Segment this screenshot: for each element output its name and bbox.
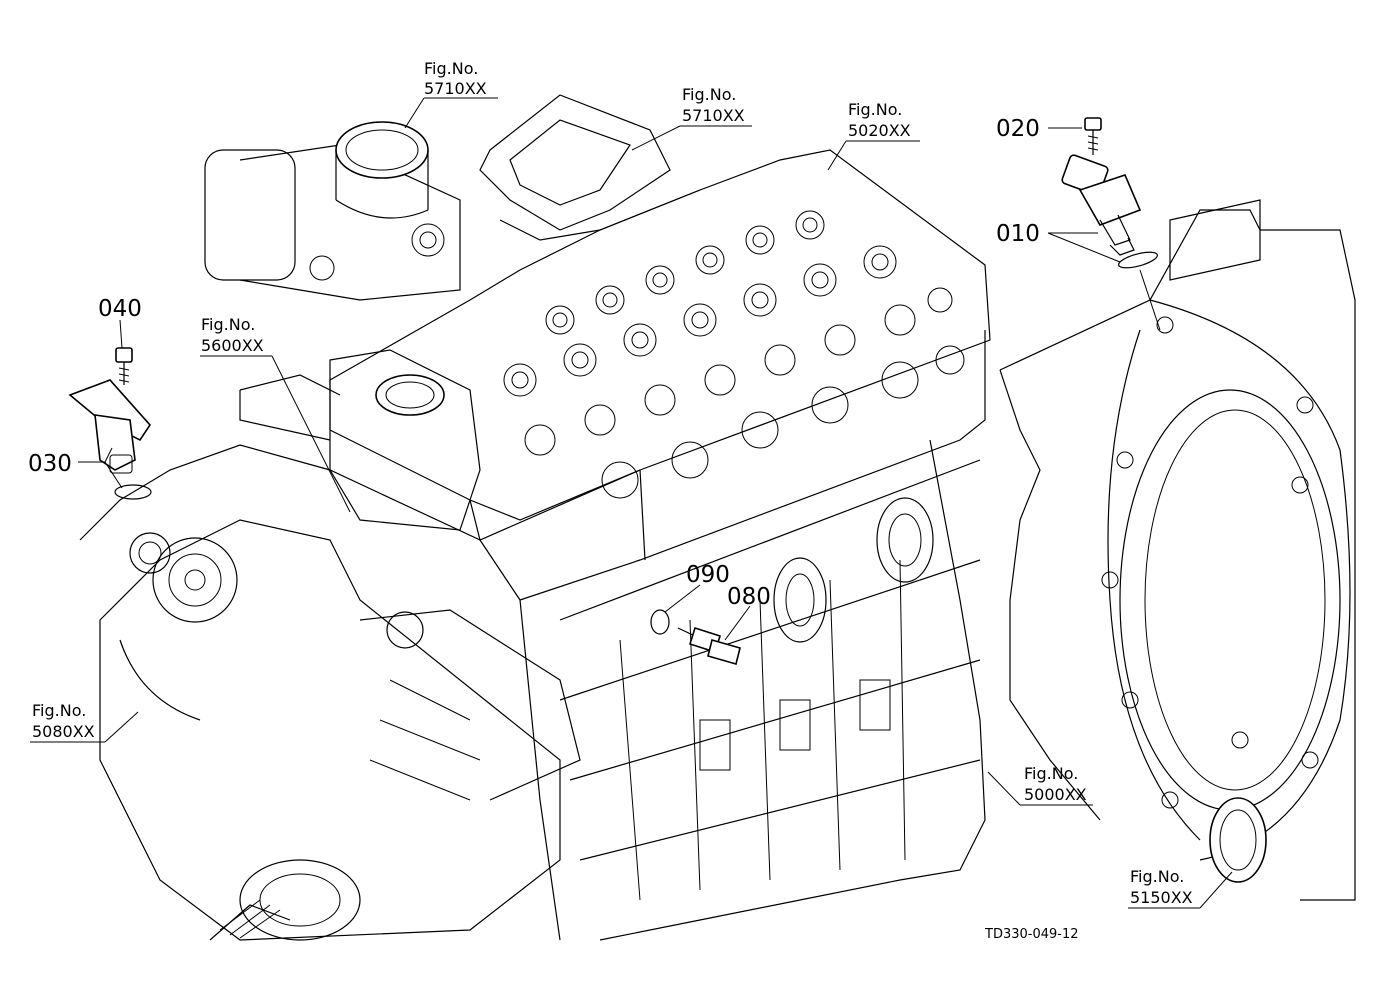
bolt-040 xyxy=(115,347,133,385)
fig-ref-5020: Fig.No. 5020XX xyxy=(848,100,911,140)
part-number-labels: 020 010 040 030 090 080 xyxy=(28,116,1040,610)
fig-ref-number: 5600XX xyxy=(201,336,264,355)
fig-ref-title: Fig.No. xyxy=(682,85,736,104)
fig-ref-number: 5080XX xyxy=(32,722,95,741)
fig-ref-5150: Fig.No. 5150XX xyxy=(1130,867,1193,907)
part-label-080: 080 xyxy=(727,584,771,610)
o-ring-090 xyxy=(650,609,670,635)
fig-ref-number: 5710XX xyxy=(682,106,745,125)
fig-ref-5710-right: Fig.No. 5710XX xyxy=(682,85,745,125)
part-label-010: 010 xyxy=(996,221,1040,247)
fig-ref-5080: Fig.No. 5080XX xyxy=(32,701,95,741)
sensor-080-assembly xyxy=(677,626,741,665)
fig-ref-5000: Fig.No. 5000XX xyxy=(1024,764,1087,804)
fig-ref-title: Fig.No. xyxy=(424,59,478,78)
sensor-030-assembly xyxy=(68,379,152,500)
fig-ref-number: 5150XX xyxy=(1130,888,1193,907)
part-label-040: 040 xyxy=(98,296,142,322)
fig-ref-5710-left: Fig.No. 5710XX xyxy=(424,59,487,98)
figure-reference-labels: Fig.No. 5710XX Fig.No. 5710XX Fig.No. 50… xyxy=(32,59,1193,907)
fig-ref-title: Fig.No. xyxy=(201,315,255,334)
leader-lines xyxy=(30,97,1233,909)
fig-ref-5600: Fig.No. 5600XX xyxy=(201,315,264,355)
part-label-090: 090 xyxy=(686,562,730,588)
drawing-code: TD330-049-12 xyxy=(984,927,1079,942)
fig-ref-title: Fig.No. xyxy=(1024,764,1078,783)
bolt-020 xyxy=(1084,117,1102,155)
engine-line-art xyxy=(79,94,1356,941)
fig-ref-number: 5710XX xyxy=(424,79,487,98)
sensor-010-assembly xyxy=(1061,154,1161,331)
fig-ref-title: Fig.No. xyxy=(848,100,902,119)
part-label-020: 020 xyxy=(996,116,1040,142)
fig-ref-title: Fig.No. xyxy=(1130,867,1184,886)
fig-ref-number: 5000XX xyxy=(1024,785,1087,804)
part-label-030: 030 xyxy=(28,451,72,477)
fig-ref-title: Fig.No. xyxy=(32,701,86,720)
fig-ref-number: 5020XX xyxy=(848,121,911,140)
